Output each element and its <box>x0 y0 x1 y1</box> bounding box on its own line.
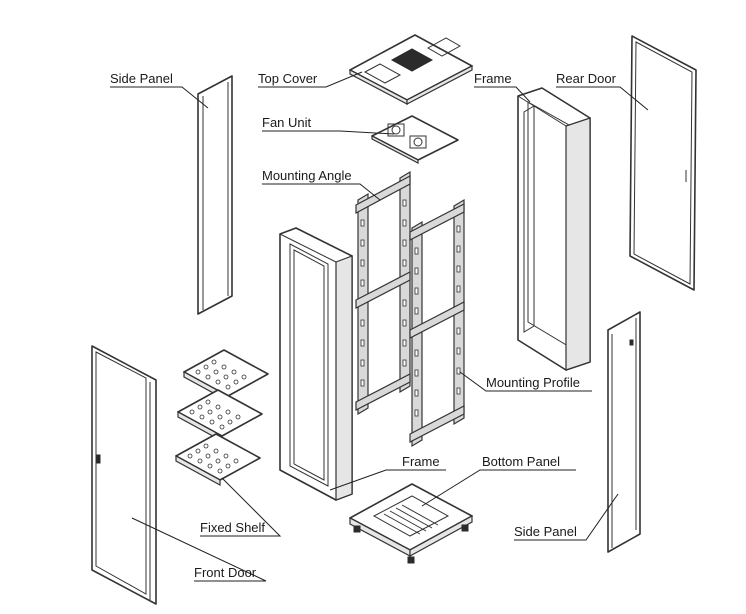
frame-front <box>279 227 353 501</box>
mounting-angle <box>355 170 411 416</box>
fixed-shelf-top <box>183 349 269 403</box>
front-door <box>91 345 157 605</box>
side-panel-left <box>197 75 233 315</box>
rear-door <box>629 35 697 291</box>
label-frame-front: Frame <box>402 454 440 469</box>
label-fan-unit: Fan Unit <box>262 115 312 130</box>
label-top-cover: Top Cover <box>258 71 318 86</box>
labels: Side Panel Top Cover Fan Unit Mounting A… <box>110 71 617 580</box>
side-panel-right <box>607 311 641 553</box>
mounting-profile <box>409 198 465 448</box>
label-rear-door: Rear Door <box>556 71 617 86</box>
bottom-panel <box>349 483 473 564</box>
label-mounting-angle: Mounting Angle <box>262 168 352 183</box>
label-side-panel-right: Side Panel <box>514 524 577 539</box>
label-bottom-panel: Bottom Panel <box>482 454 560 469</box>
fan-unit <box>371 115 459 164</box>
leader-lines <box>110 71 649 582</box>
label-mounting-profile: Mounting Profile <box>486 375 580 390</box>
label-side-panel-left: Side Panel <box>110 71 173 86</box>
fixed-shelf-bottom <box>175 433 261 487</box>
frame-rear <box>517 87 591 371</box>
fixed-shelf-middle <box>177 389 263 443</box>
label-fixed-shelf: Fixed Shelf <box>200 520 265 535</box>
label-front-door: Front Door <box>194 565 257 580</box>
top-cover <box>349 34 473 105</box>
label-frame-rear: Frame <box>474 71 512 86</box>
